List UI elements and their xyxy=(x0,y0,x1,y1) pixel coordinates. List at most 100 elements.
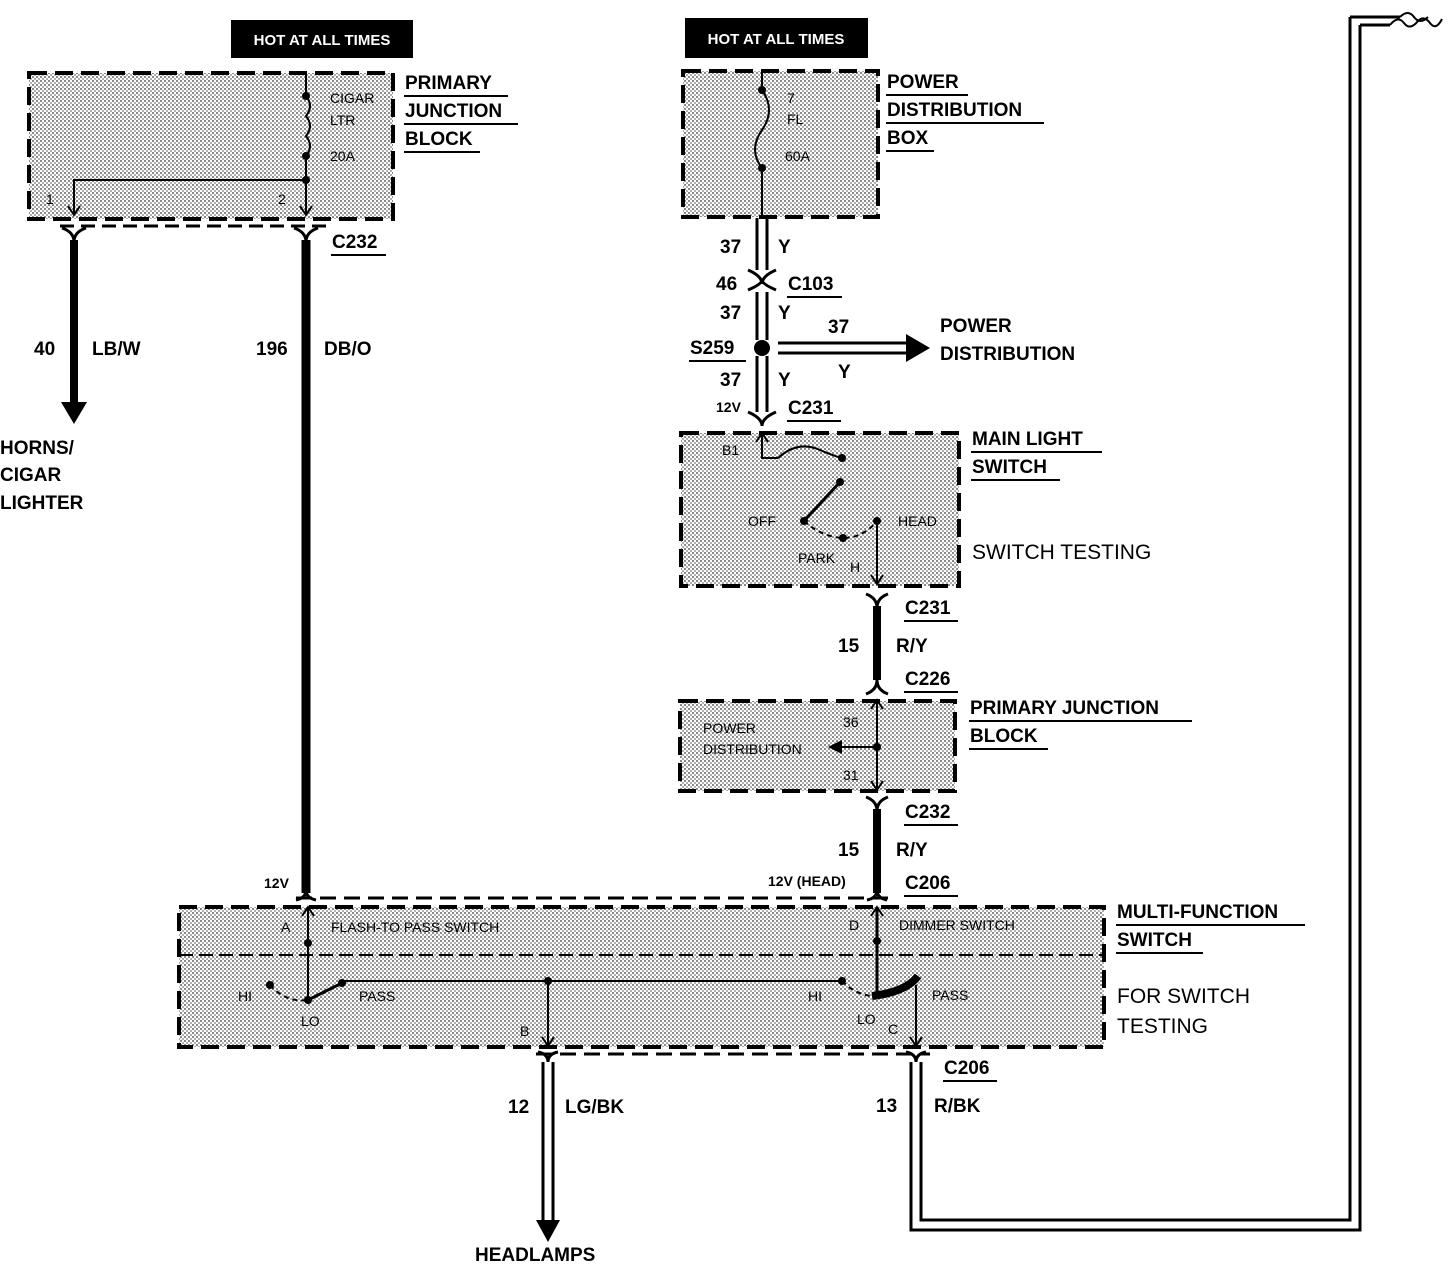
destination-horns-cigar-lighter: HORNS/ CIGAR LIGHTER xyxy=(0,438,84,514)
destination-headlamps: HEADLAMPS xyxy=(475,1245,595,1264)
components-primary-junction-block-mid-line1: PRIMARY JUNCTION xyxy=(970,698,1159,719)
connector-c103: C103 xyxy=(788,274,833,295)
hot-at-all-times-tag-right: HOT AT ALL TIMES xyxy=(685,18,868,58)
pin-h: H xyxy=(850,559,860,575)
multi-function-switch-title: MULTI-FUNCTION SWITCH FOR SWITCH TESTING xyxy=(1116,902,1305,1038)
components-primary-junction-block-top-line3: BLOCK xyxy=(405,129,473,150)
pass-right: PASS xyxy=(932,987,968,1003)
dimmer-switch-label: DIMMER SWITCH xyxy=(899,917,1015,933)
destinations-horns-3: LIGHTER xyxy=(0,493,84,514)
components-primary-junction-block-top-line1: PRIMARY xyxy=(405,73,492,94)
components-primary-junction-block-top-line2: JUNCTION xyxy=(405,101,502,122)
wires-w13-circuit: 13 xyxy=(876,1096,897,1117)
voltage-12v-c231: 12V xyxy=(716,399,742,415)
connector-c226: C226 xyxy=(905,669,950,690)
wires-w196-color: DB/O xyxy=(324,339,372,360)
wires-w40-color: LB/W xyxy=(92,339,141,360)
power-distribution-box: 7 FL 60A xyxy=(681,69,880,219)
switch-testing-note: SWITCH TESTING xyxy=(972,541,1151,564)
components-power-distribution-box-line2: DISTRIBUTION xyxy=(887,100,1022,121)
primary-junction-block-mid: POWER DISTRIBUTION 36 31 xyxy=(678,698,957,793)
wires-w15a-circuit: 15 xyxy=(838,636,860,657)
position-off: OFF xyxy=(748,513,776,529)
splice-s259: S259 xyxy=(689,338,770,362)
fuse-fl: FL xyxy=(787,111,804,127)
destinations-power-dist-2: DISTRIBUTION xyxy=(940,344,1075,365)
wires-w15a-color: R/Y xyxy=(896,636,928,657)
fuse-label-cigar: CIGAR xyxy=(330,90,374,106)
voltage-12v-head: 12V (HEAD) xyxy=(768,873,846,889)
pin-d: D xyxy=(849,917,859,933)
components-multi-function-switch-line2: SWITCH xyxy=(1117,930,1192,951)
wires-w37d-circuit: 37 xyxy=(720,370,741,391)
fuse-label-ltr: LTR xyxy=(330,112,355,128)
connector-c232-mid: C232 xyxy=(905,802,950,823)
wires-w46-circuit: 46 xyxy=(716,274,737,295)
wire-37-y-vertical: 37 Y 46 37 Y 37 Y xyxy=(716,218,791,427)
position-head: HEAD xyxy=(898,513,937,529)
wires-w12-color: LG/BK xyxy=(565,1097,624,1118)
connector-c231-top: C231 xyxy=(788,398,834,419)
pin-31: 31 xyxy=(843,767,859,783)
pin-2: 2 xyxy=(278,191,286,207)
wire-15-ry-lower: 15 R/Y xyxy=(838,795,928,893)
pin-b: B xyxy=(520,1023,529,1039)
wire-12-lgbk: 12 LG/BK xyxy=(508,1062,624,1242)
components-power-distribution-box-line3: BOX xyxy=(887,128,929,149)
components-multi-function-switch-line1: MULTI-FUNCTION xyxy=(1117,902,1278,923)
wires-w15b-color: R/Y xyxy=(896,840,928,861)
main-light-switch: B1 OFF PARK HEAD H xyxy=(679,431,961,588)
wire-40-lbw: 40 LB/W xyxy=(34,240,141,424)
wires-w196-circuit: 196 xyxy=(256,339,288,360)
pin-c: C xyxy=(888,1021,898,1037)
wires-w37a-color: Y xyxy=(778,237,791,258)
lo-left: LO xyxy=(301,1013,320,1029)
connector-c232-top: C232 xyxy=(332,232,377,253)
destinations-horns-2: CIGAR xyxy=(0,465,62,486)
inner-label-distribution: DISTRIBUTION xyxy=(703,741,802,757)
main-light-switch-title: MAIN LIGHT SWITCH SWITCH TESTING xyxy=(971,429,1151,564)
wire-37-y-branch: 37 Y xyxy=(778,317,930,383)
fuse-rating-20a: 20A xyxy=(330,148,356,164)
position-park: PARK xyxy=(798,550,836,566)
inner-label-power: POWER xyxy=(703,720,756,736)
primary-junction-block-top: CIGAR LTR 20A 1 2 xyxy=(27,71,395,221)
hot-at-all-times-tag-left: HOT AT ALL TIMES xyxy=(231,20,413,58)
wire-15-ry-upper: 15 R/Y xyxy=(838,592,928,696)
fuse-60a: 60A xyxy=(785,148,811,164)
wires-w40-circuit: 40 xyxy=(34,339,55,360)
hi-right: HI xyxy=(808,988,822,1004)
voltage-12v-left: 12V xyxy=(264,875,290,891)
primary-junction-block-top-title: PRIMARY JUNCTION BLOCK xyxy=(404,73,518,153)
components-multi-function-switch-note2: TESTING xyxy=(1117,1015,1208,1038)
components-main-light-switch-line2: SWITCH xyxy=(972,457,1047,478)
wires-w13-color: R/BK xyxy=(934,1096,981,1117)
connectors-s259: S259 xyxy=(690,338,734,359)
wires-w12-circuit: 12 xyxy=(508,1097,529,1118)
wires-w37c-color: Y xyxy=(838,362,851,383)
components-power-distribution-box-line1: POWER xyxy=(887,72,959,93)
wires-w15b-circuit: 15 xyxy=(838,840,860,861)
components-multi-function-switch-note1: FOR SWITCH xyxy=(1117,985,1250,1008)
components-main-light-switch-line1: MAIN LIGHT xyxy=(972,429,1083,450)
connector-c206-top: C206 xyxy=(905,873,950,894)
fuse-7: 7 xyxy=(787,90,795,106)
pin-36: 36 xyxy=(843,714,859,730)
multi-function-switch: A FLASH-TO PASS SWITCH HI LO PASS B D DI… xyxy=(177,905,1106,1049)
power-distribution-box-title: POWER DISTRIBUTION BOX xyxy=(886,72,1044,152)
destinations-horns-1: HORNS/ xyxy=(0,438,75,459)
primary-junction-block-mid-title: PRIMARY JUNCTION BLOCK xyxy=(969,698,1192,750)
components-primary-junction-block-mid-line2: BLOCK xyxy=(970,726,1038,747)
pin-1: 1 xyxy=(46,191,54,207)
wires-w37c-circuit: 37 xyxy=(828,317,849,338)
destination-power-distribution: POWER DISTRIBUTION xyxy=(940,316,1075,365)
connector-c206-bottom: C206 xyxy=(944,1058,989,1079)
hi-left: HI xyxy=(238,988,252,1004)
wires-w37d-color: Y xyxy=(778,370,791,391)
flash-to-pass-label: FLASH-TO PASS SWITCH xyxy=(331,919,499,935)
headers-left: HOT AT ALL TIMES xyxy=(254,32,391,49)
wire-196-dbo: 196 DB/O 12V xyxy=(256,240,372,893)
headers-right: HOT AT ALL TIMES xyxy=(708,31,845,48)
wire-13-rbk: 13 R/BK xyxy=(876,12,1443,1232)
